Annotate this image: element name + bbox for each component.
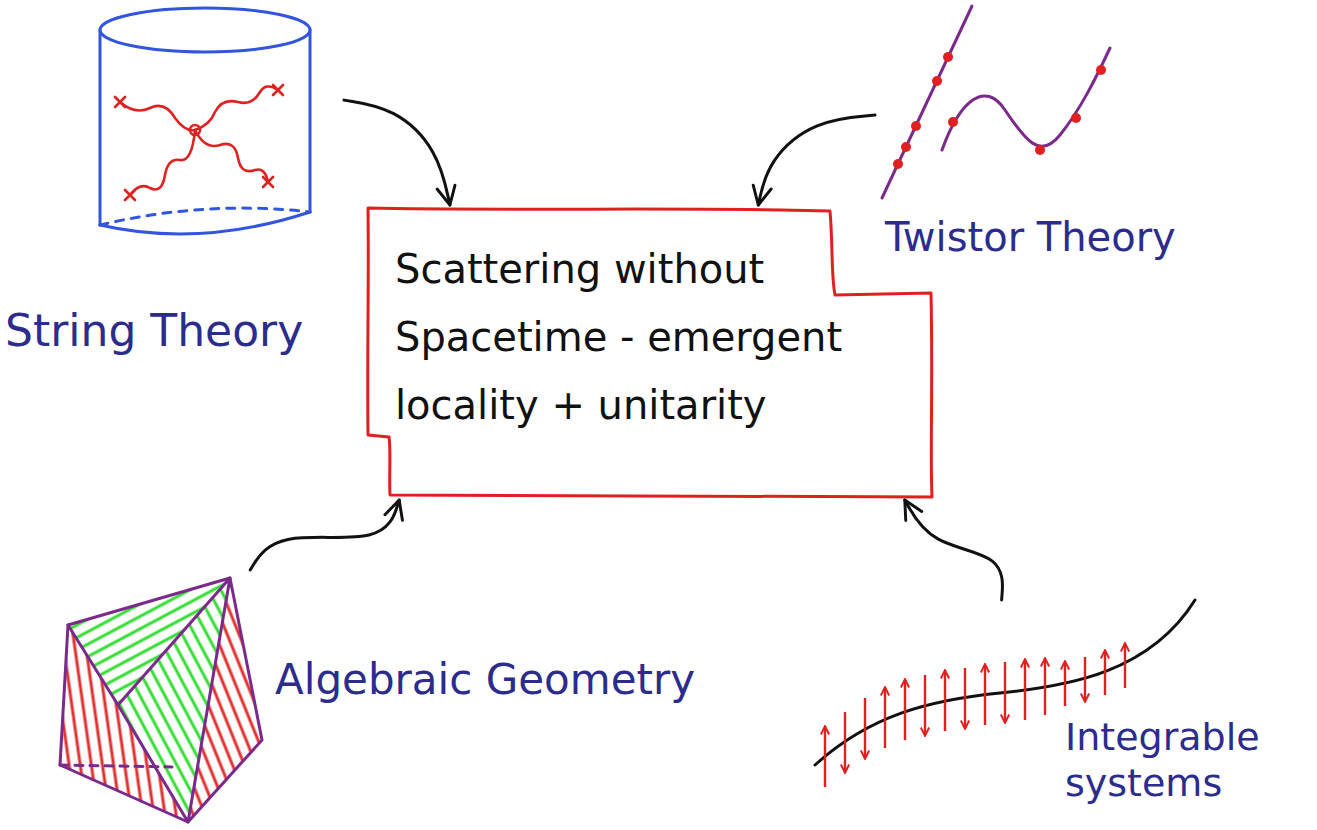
topic-heading: String Theory <box>5 5 344 415</box>
spin-arrow <box>944 671 946 731</box>
arrow-connector <box>758 115 875 205</box>
wavy-line <box>195 86 278 130</box>
twistor-points <box>893 52 1106 169</box>
spin-arrow <box>1124 644 1126 688</box>
spin-arrow <box>1064 662 1066 706</box>
spin-arrow <box>964 668 966 728</box>
twistor-curves <box>882 6 1110 198</box>
cylinder-bottom-hidden <box>100 208 310 225</box>
point-dot <box>901 142 911 152</box>
spin-arrow <box>844 712 846 772</box>
topic-label: Integrable systems <box>1065 715 1305 806</box>
point-dot <box>1096 65 1106 75</box>
topic-heading: Twistor Theory <box>875 5 1210 305</box>
polytope-edge <box>68 578 230 822</box>
point-dot <box>911 121 921 131</box>
string-worldlines <box>115 85 283 200</box>
spin-arrow <box>1044 659 1046 715</box>
topic-heading: Integrable systems <box>810 600 1309 820</box>
spin-arrow <box>824 727 826 787</box>
end-cross <box>273 85 283 95</box>
point-dot <box>943 52 953 62</box>
end-cross <box>125 190 135 200</box>
end-cross <box>263 177 273 187</box>
topic-label: Twistor Theory <box>885 213 1205 261</box>
spin-arrow <box>924 675 926 735</box>
cylinder-side <box>99 30 102 225</box>
wavy-line <box>130 130 195 195</box>
central-box: Scattering without Spacetime - emergent … <box>365 205 935 500</box>
vertex-dot <box>190 125 200 135</box>
topic-label: String Theory <box>5 305 340 358</box>
drawing-g <box>60 578 262 822</box>
hidden-edge <box>60 765 172 767</box>
cylinder-top <box>100 8 310 52</box>
polytope-edge <box>60 578 262 822</box>
cylinder-side <box>309 30 312 212</box>
point-dot <box>893 159 903 169</box>
point-dot <box>948 117 958 127</box>
polytope <box>60 578 262 822</box>
topic-label: Algebraic Geometry <box>275 655 745 705</box>
arrow-connector <box>250 500 399 570</box>
point-dot <box>932 76 942 86</box>
spin-arrow <box>1084 657 1086 701</box>
spin-arrow <box>884 688 886 748</box>
point-dot <box>1071 113 1081 123</box>
cylinder-bottom <box>100 212 310 234</box>
string-cylinder <box>100 8 310 234</box>
spin-arrow <box>1104 651 1106 695</box>
point-dot <box>1035 145 1045 155</box>
arrow-connector <box>344 100 450 205</box>
box-text: Scattering without Spacetime - emergent … <box>365 205 885 469</box>
wavy-line <box>120 102 195 130</box>
spin-arrow <box>984 665 986 725</box>
topic-heading: Algebraic Geometry <box>50 570 750 825</box>
end-cross <box>115 97 125 107</box>
spin-arrow <box>904 680 906 740</box>
twistor-curve <box>942 48 1110 150</box>
wavy-line <box>195 130 268 182</box>
spin-arrow <box>1004 662 1006 722</box>
arrow-connector <box>905 500 1003 600</box>
spin-arrow <box>1024 660 1026 720</box>
spin-arrow <box>864 698 866 758</box>
twistor-line <box>882 6 972 198</box>
